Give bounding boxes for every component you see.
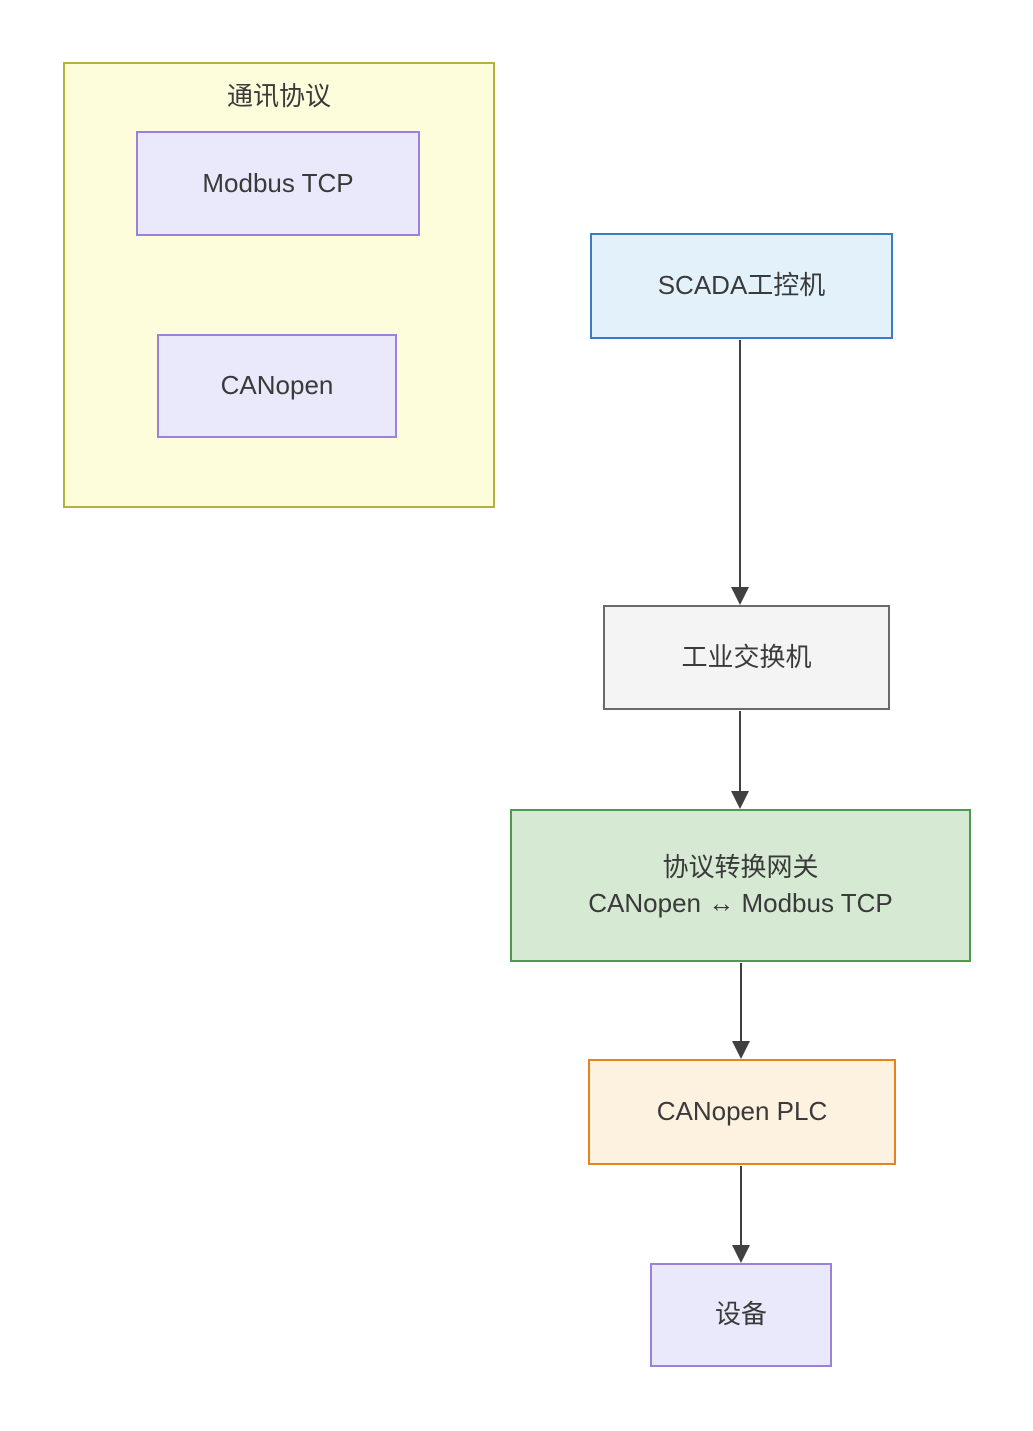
- edge-gateway-to-plc: [732, 963, 750, 1059]
- edge-plc-to-device: [732, 1166, 750, 1263]
- node-scada: SCADA工控机: [590, 233, 893, 339]
- node-industrial-switch: 工业交换机: [603, 605, 890, 710]
- node-scada-label: SCADA工控机: [657, 270, 826, 301]
- node-canopen-plc: CANopen PLC: [588, 1059, 896, 1165]
- protocol-group-title: 通讯协议: [226, 81, 331, 111]
- node-canopen-label: CANopen: [220, 370, 334, 401]
- node-canopen: CANopen: [157, 334, 397, 438]
- node-device: 设备: [650, 1263, 832, 1367]
- edge-scada-to-switch: [731, 340, 749, 605]
- node-protocol-gateway: 协议转换网关 CANopen ↔ Modbus TCP: [510, 809, 971, 962]
- edge-switch-to-gateway: [731, 711, 749, 809]
- protocol-group-box: 通讯协议: [63, 62, 495, 508]
- node-protocol-gateway-sublabel: CANopen ↔ Modbus TCP: [588, 887, 893, 918]
- node-modbus-tcp-label: Modbus TCP: [202, 167, 354, 198]
- node-canopen-plc-label: CANopen PLC: [656, 1096, 828, 1127]
- node-industrial-switch-label: 工业交换机: [681, 641, 812, 672]
- node-modbus-tcp: Modbus TCP: [136, 131, 420, 236]
- node-protocol-gateway-label: 协议转换网关: [662, 852, 819, 883]
- node-device-label: 设备: [714, 1299, 767, 1330]
